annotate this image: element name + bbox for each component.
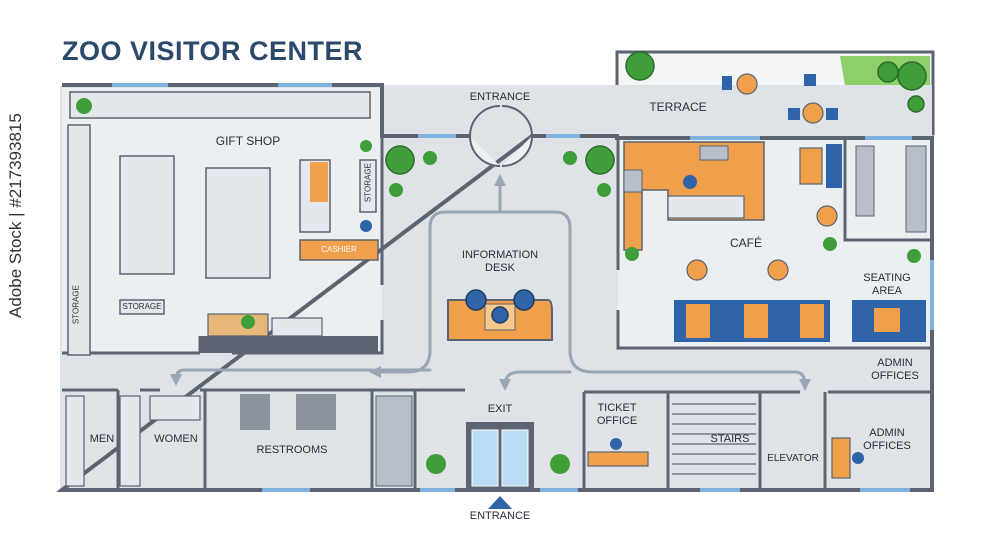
label-women: WOMEN — [154, 433, 198, 445]
label-entrance-bottom: ENTRANCE — [469, 510, 531, 522]
interior-walls — [62, 136, 932, 490]
restroom-fixtures — [65, 394, 413, 487]
label-storage-small: STORAGE — [122, 302, 162, 311]
terrace-tables — [722, 73, 838, 124]
label-men: MEN — [89, 433, 115, 445]
label-admin-offices-2: ADMIN OFFICES — [863, 427, 911, 452]
gift-shop-shelves — [67, 91, 379, 356]
plant-icon — [241, 315, 255, 329]
label-seating-area: SEATING AREA — [863, 272, 911, 297]
label-admin-offices-1: ADMIN OFFICES — [871, 357, 919, 382]
ticket-office-desk — [587, 438, 649, 467]
plant-icon — [389, 183, 403, 197]
page-title: ZOO VISITOR CENTER — [62, 36, 364, 66]
plant-icon — [385, 145, 415, 175]
plants — [76, 51, 927, 474]
plant-icon — [360, 140, 372, 152]
label-storage-left: STORAGE — [71, 285, 81, 325]
plant-icon — [823, 237, 837, 251]
flow-arrows — [170, 174, 811, 391]
label-elevator: ELEVATOR — [767, 453, 819, 464]
label-storage-shop: STORAGE — [363, 163, 373, 203]
label-cashier: CASHIER — [321, 245, 357, 254]
label-entrance-top: ENTRANCE — [469, 91, 531, 103]
plant-icon — [585, 145, 615, 175]
plant-icon — [550, 454, 570, 474]
plant-icon — [76, 98, 92, 114]
entrance-top-doors[interactable] — [469, 105, 533, 167]
stairs-steps — [672, 403, 756, 475]
information-desk — [447, 289, 553, 341]
tree-icon — [907, 95, 925, 113]
tree-icon — [897, 61, 927, 91]
label-exit: EXIT — [487, 403, 513, 415]
label-cafe: CAFÉ — [729, 236, 762, 250]
admin-furniture — [831, 437, 864, 479]
plant-icon — [907, 249, 921, 263]
label-terrace: TERRACE — [649, 100, 707, 114]
label-gift-shop: GIFT SHOP — [215, 134, 281, 148]
plant-icon — [563, 151, 577, 165]
label-information-desk: INFORMATION DESK — [461, 249, 539, 274]
plant-icon — [625, 247, 639, 261]
exit-doors[interactable] — [466, 422, 534, 490]
label-ticket-office: TICKET OFFICE — [596, 402, 638, 427]
tree-icon — [625, 51, 655, 81]
cafe-furniture — [623, 141, 927, 342]
windows — [112, 83, 934, 492]
tree-icon — [877, 61, 899, 83]
label-restrooms: RESTROOMS — [256, 444, 328, 456]
entrance-arrow-icon — [488, 496, 512, 509]
plant-icon — [423, 151, 437, 165]
label-stairs: STAIRS — [710, 433, 750, 445]
plant-icon — [597, 183, 611, 197]
plant-icon — [426, 454, 446, 474]
